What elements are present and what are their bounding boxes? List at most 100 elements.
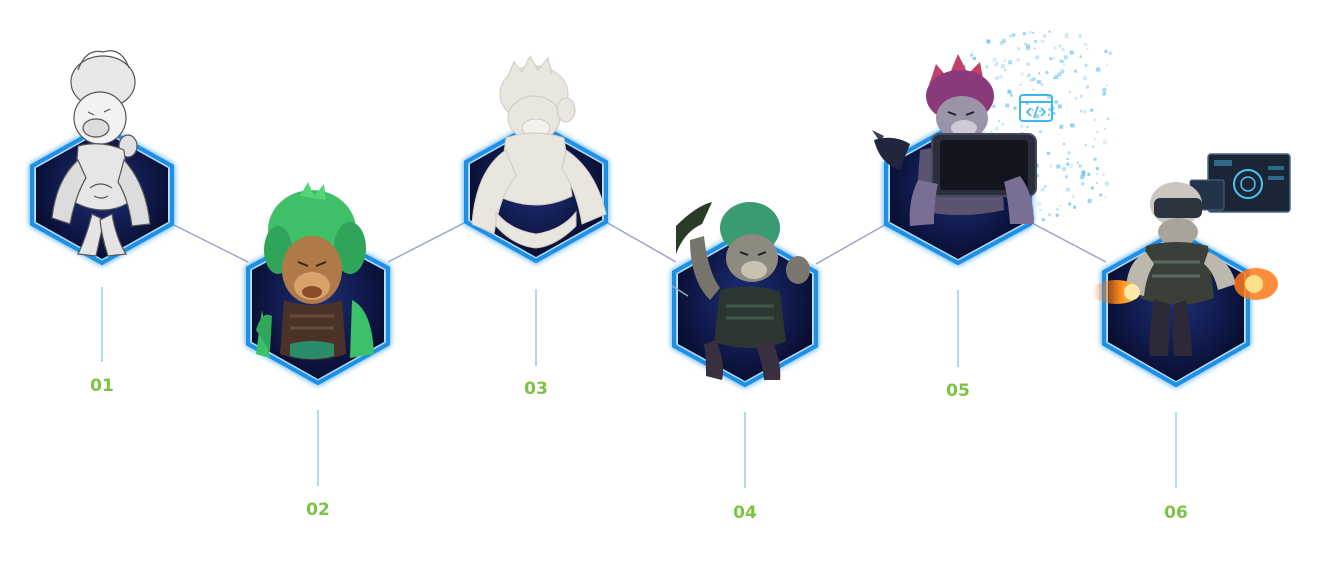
connector-5-6 [1029, 221, 1107, 263]
pixel-dot [1084, 144, 1087, 147]
connector-4-5 [815, 221, 891, 265]
pixel-dot [1048, 213, 1052, 217]
step-label-04: 04 [733, 503, 757, 523]
pixel-dot [993, 96, 996, 99]
pixel-dot [1078, 56, 1081, 58]
pixel-dot [1072, 195, 1075, 199]
pixel-dot [1043, 34, 1047, 38]
pixel-dot [1080, 55, 1082, 58]
pixel-dot [992, 57, 997, 62]
pixel-dot [1052, 57, 1055, 60]
pixel-dot [1035, 55, 1040, 60]
fire-blast-right [1234, 268, 1278, 300]
pixel-dot [1053, 46, 1057, 50]
pixel-dot [973, 56, 977, 60]
pixel-dot [1083, 110, 1087, 114]
pixel-dot [1102, 173, 1105, 176]
pixel-dot [1013, 106, 1017, 110]
pixel-dot [1041, 40, 1045, 43]
pixel-dot [1108, 51, 1112, 55]
pixel-dot [1090, 186, 1094, 190]
pixel-dot [1026, 44, 1030, 49]
pixel-dot [1093, 157, 1097, 161]
pixel-dot [994, 63, 998, 67]
pixel-dot [1087, 172, 1091, 176]
pixel-dot [1093, 118, 1097, 122]
pixel-dot [1016, 58, 1020, 62]
code-window-icon [1019, 94, 1053, 122]
pixel-dot [999, 41, 1004, 45]
pixel-dot [1001, 38, 1006, 43]
pixel-dot [1104, 196, 1107, 199]
pixel-dot [1040, 83, 1044, 86]
pixel-dot [1057, 104, 1062, 109]
clay-monkey-figure [471, 54, 607, 249]
pixel-dot [1056, 164, 1061, 169]
pixel-dot [1009, 35, 1012, 38]
step-05-hexagon [872, 54, 1053, 266]
pixel-dot [1026, 74, 1030, 78]
pixel-dot [1065, 32, 1068, 35]
pixel-dot [1001, 122, 1005, 126]
pixel-dot [1105, 84, 1108, 87]
pixel-dot [1052, 112, 1056, 115]
pixel-dot [1065, 187, 1070, 192]
vr-headset [1154, 198, 1202, 218]
pixel-dot [1067, 151, 1071, 155]
pixel-dot [1047, 113, 1050, 116]
pixel-dot [1020, 72, 1024, 76]
pixel-dot [1041, 218, 1045, 222]
pixel-dot [1086, 85, 1089, 89]
pixel-dot [1034, 39, 1038, 43]
pixel-dot [1063, 143, 1065, 145]
pixel-dot [1068, 202, 1072, 206]
pixel-dot [997, 76, 1000, 79]
pixel-dot [992, 104, 996, 108]
pixel-dot [1103, 127, 1106, 130]
pixel-dot [1064, 175, 1068, 179]
pixel-dot [1007, 89, 1012, 94]
step-04-hexagon [671, 202, 818, 388]
pixel-dot [1026, 46, 1031, 51]
pixel-dot [1081, 182, 1085, 186]
pixel-dot [1079, 109, 1083, 113]
pixel-dot [1066, 158, 1069, 160]
pixel-dot [1077, 161, 1079, 164]
pixel-dot [1048, 108, 1052, 112]
pixel-dot [1045, 70, 1049, 74]
connector-3-4 [605, 221, 677, 263]
pixel-dot [1087, 198, 1092, 203]
pixel-dot [1060, 60, 1064, 63]
pixel-dot [996, 61, 999, 64]
connector-1-2 [171, 223, 249, 263]
pixel-dot [1078, 34, 1082, 38]
pixel-dot [1080, 175, 1085, 180]
pixel-dot [1039, 130, 1043, 134]
pixel-dot [1036, 79, 1041, 84]
pixel-dot [1058, 59, 1062, 63]
pixel-dot [1039, 209, 1042, 212]
pixel-dot [1062, 167, 1066, 172]
pixel-dot [1102, 140, 1107, 145]
pixel-dot [1054, 75, 1059, 79]
step-label-01: 01 [90, 376, 114, 396]
pixel-dot [1046, 151, 1050, 155]
step-06-hexagon [1092, 153, 1291, 388]
pixel-dot [1031, 108, 1034, 111]
pixel-dot [1066, 162, 1070, 166]
pixel-dot [1104, 49, 1108, 53]
step-02-hexagon [246, 182, 390, 386]
floating-screens [1189, 153, 1291, 213]
pixel-dot [1020, 125, 1024, 129]
pixel-dot [1032, 31, 1035, 34]
pixel-dot [1025, 101, 1029, 105]
pixel-dot [1012, 33, 1016, 37]
pixel-dot [1043, 184, 1047, 188]
purple-monkey-tablet-figure [872, 54, 1037, 226]
rigged-monkey-figure [671, 202, 810, 380]
pixel-dot [1079, 94, 1083, 98]
connector-2-3 [387, 221, 467, 263]
pixel-dot [1028, 73, 1031, 76]
